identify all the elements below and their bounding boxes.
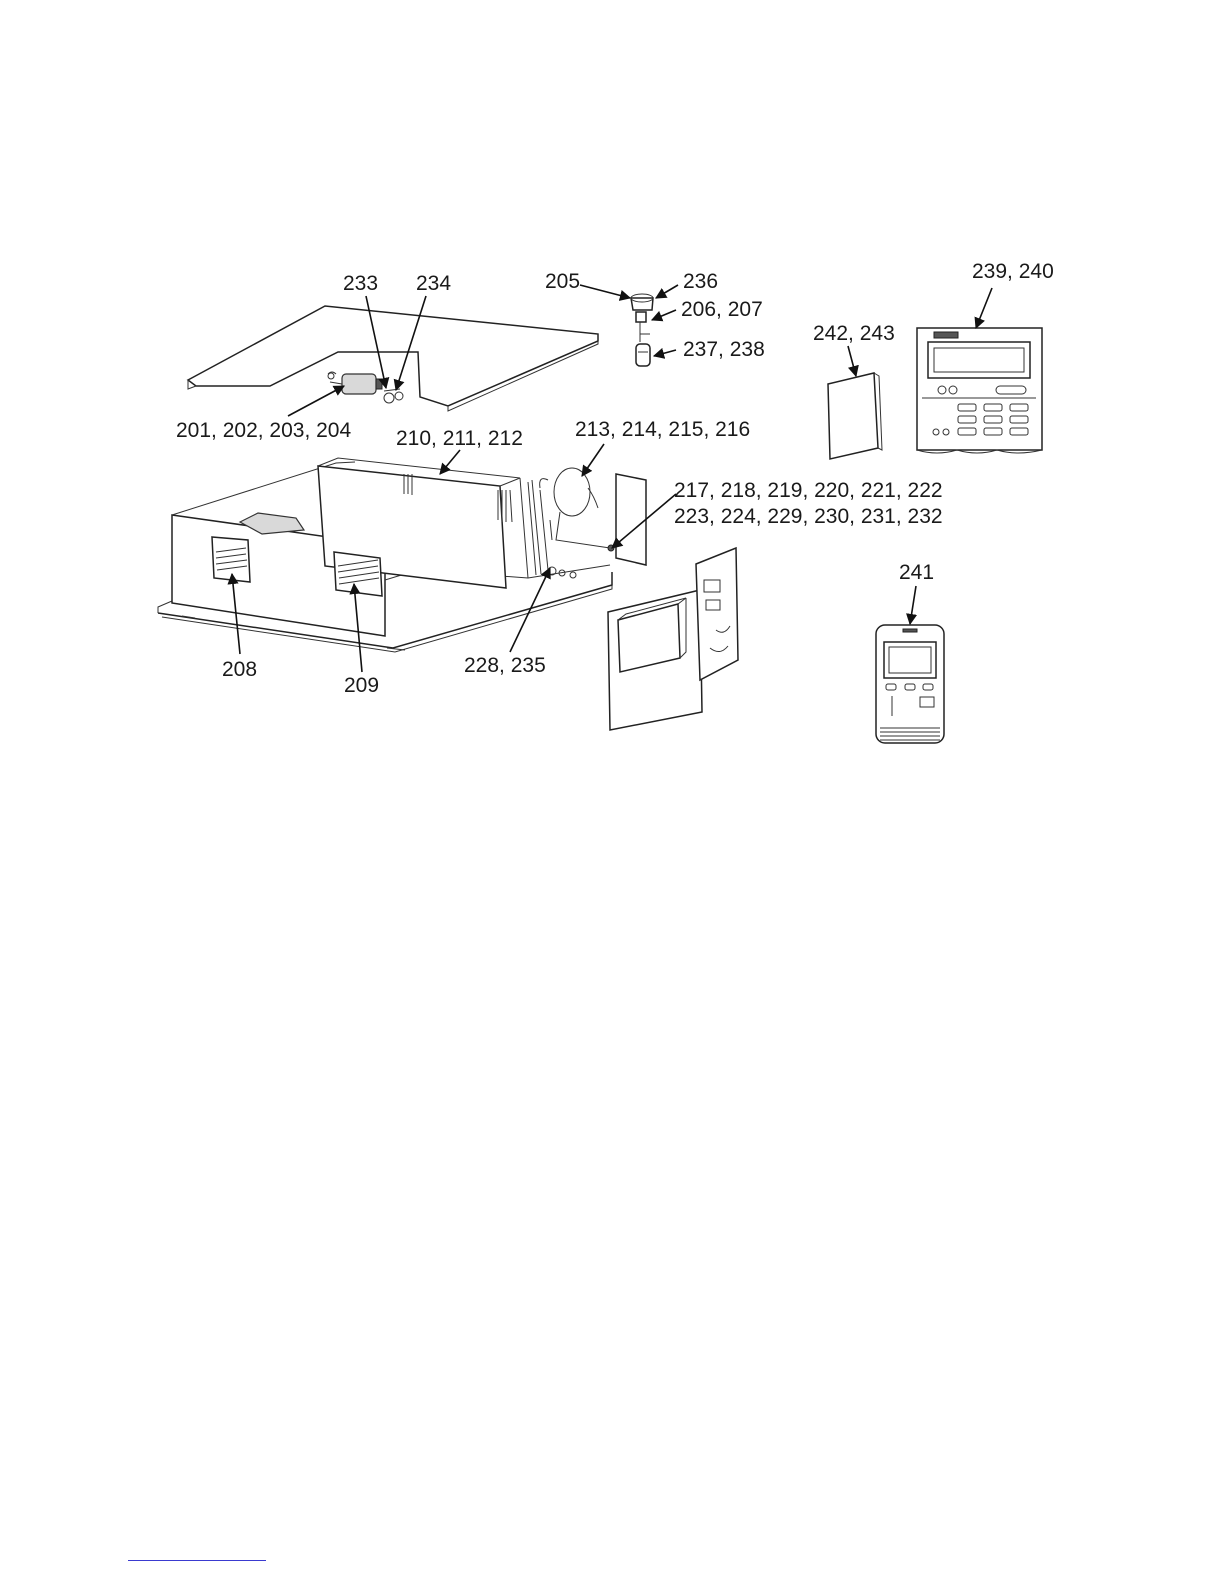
unit-body xyxy=(158,458,612,652)
owners-manual-booklet xyxy=(828,373,882,459)
arrow-213-216 xyxy=(582,444,604,476)
callout-209: 209 xyxy=(344,674,379,697)
electrical-box xyxy=(608,548,738,730)
arrow-239-240 xyxy=(976,288,992,328)
callout-201-204: 201, 202, 203, 204 xyxy=(176,419,351,442)
float-switch-parts xyxy=(384,389,403,403)
arrow-205 xyxy=(580,285,630,298)
callout-233: 233 xyxy=(343,272,378,295)
valve-assembly xyxy=(631,294,653,366)
wireless-remote-controller xyxy=(876,625,944,743)
callout-223-232: 223, 224, 229, 230, 231, 232 xyxy=(674,505,943,528)
arrow-241 xyxy=(910,586,916,624)
callout-236: 236 xyxy=(683,270,718,293)
arrow-201-204 xyxy=(288,386,344,416)
arrow-206-207 xyxy=(652,310,676,320)
arrow-236 xyxy=(656,285,678,298)
callout-237-238: 237, 238 xyxy=(683,338,765,361)
callout-205: 205 xyxy=(545,270,580,293)
callout-208: 208 xyxy=(222,658,257,681)
callout-234: 234 xyxy=(416,272,451,295)
callout-241: 241 xyxy=(899,561,934,584)
side-plate xyxy=(608,474,646,565)
callout-217-222: 217, 218, 219, 220, 221, 222 xyxy=(674,479,943,502)
callout-228-235: 228, 235 xyxy=(464,654,546,677)
arrow-242-243 xyxy=(848,346,856,376)
callout-206-207: 206, 207 xyxy=(681,298,763,321)
callout-213-216: 213, 214, 215, 216 xyxy=(575,418,750,441)
footer-rule xyxy=(128,1560,266,1561)
wired-remote-controller xyxy=(917,328,1042,453)
sensor-coil xyxy=(540,468,610,548)
callout-239-240: 239, 240 xyxy=(972,260,1054,283)
arrow-237-238 xyxy=(654,350,676,356)
callout-242-243: 242, 243 xyxy=(813,322,895,345)
callout-210-212: 210, 211, 212 xyxy=(396,427,523,450)
